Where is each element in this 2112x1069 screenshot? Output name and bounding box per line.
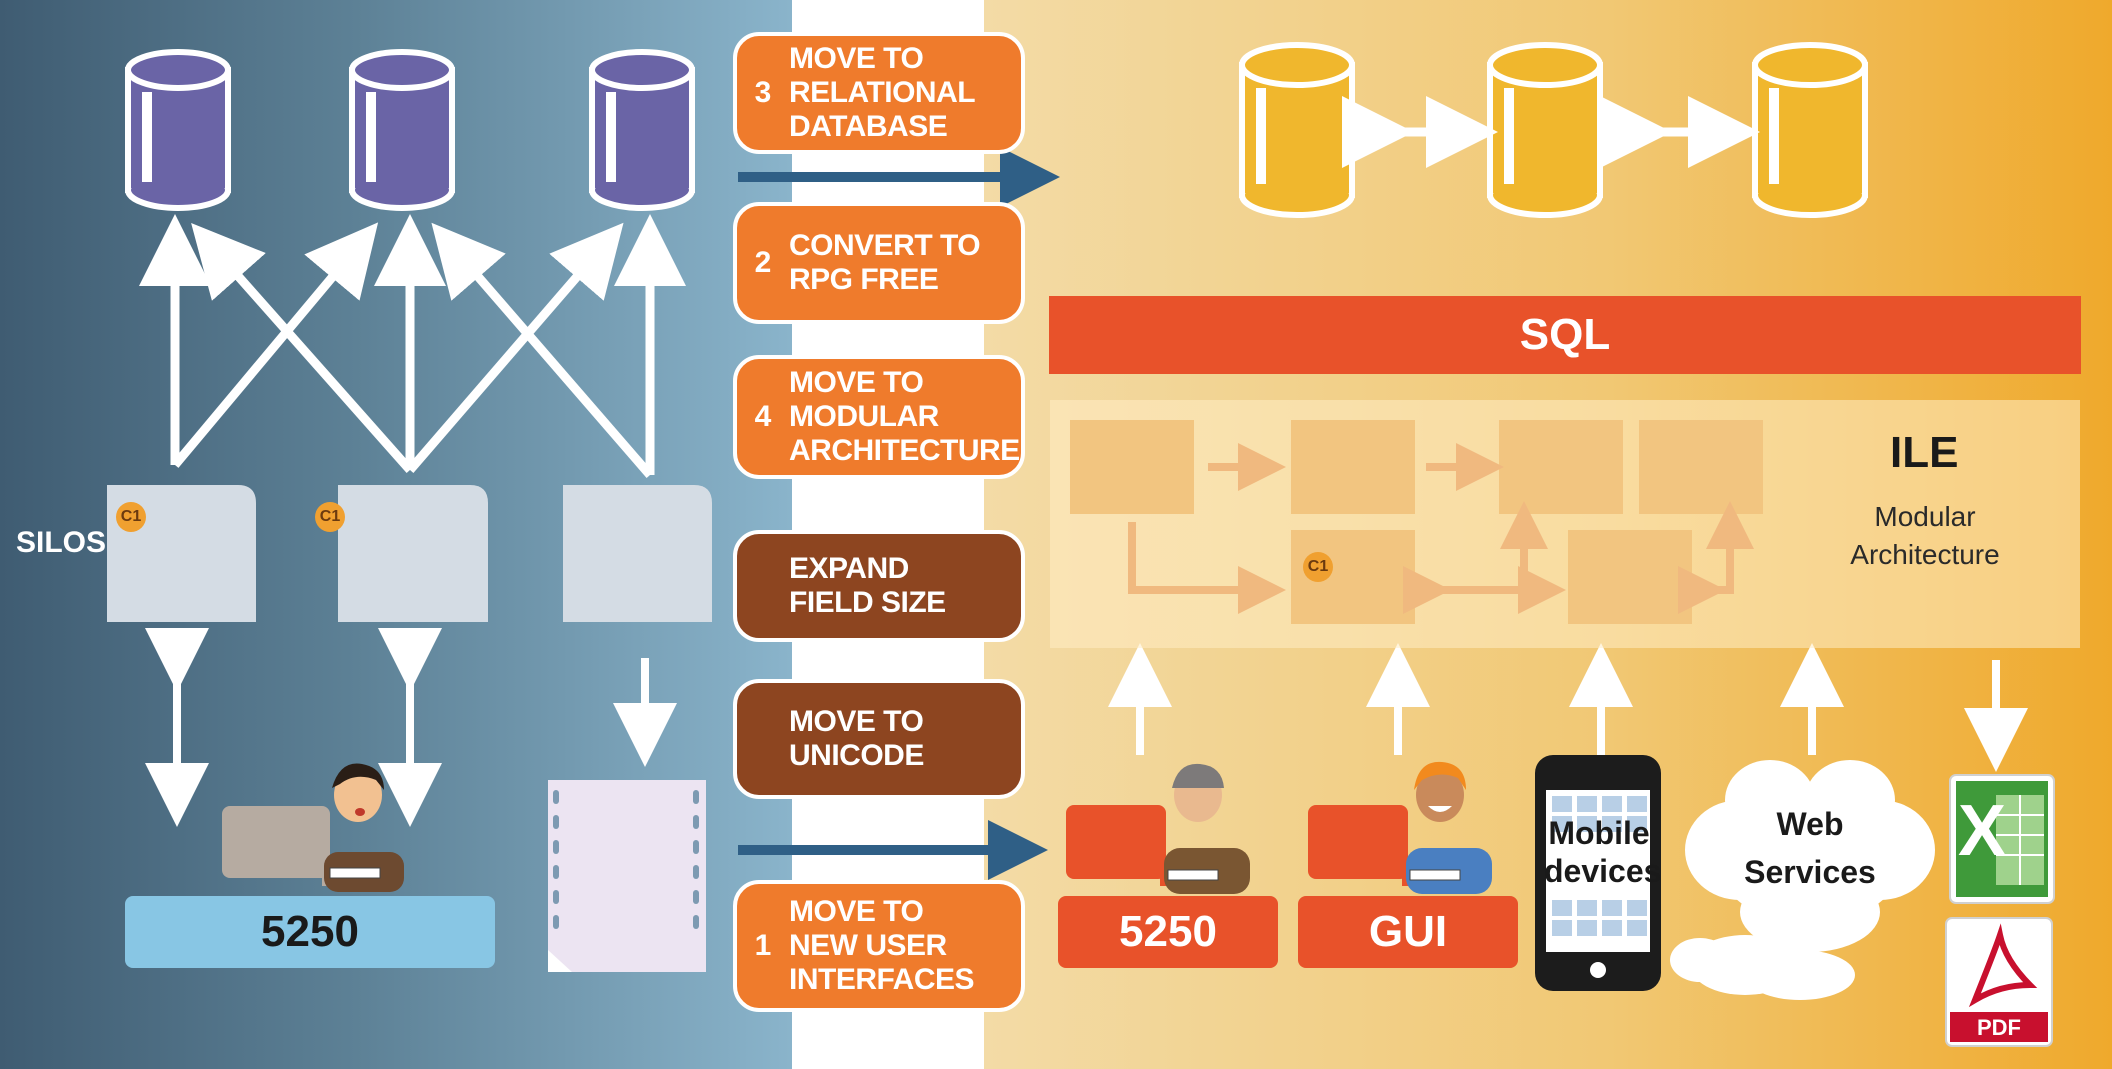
step-label: CONVERT TO RPG FREE: [789, 229, 981, 296]
step-move-to-unicode: MOVE TO UNICODE: [733, 679, 1025, 799]
silo-terminal-arrows: [145, 628, 677, 827]
relational-database-3: [1752, 42, 1868, 218]
terminal-5250-user-illustration: [1066, 763, 1250, 894]
web-services-cloud: [1670, 760, 1935, 1000]
pdf-label: PDF: [1977, 1015, 2021, 1040]
silo-box-2: [338, 485, 488, 622]
interface-arrows: [1108, 643, 2028, 772]
legacy-user-illustration: [222, 763, 404, 892]
step-number: 2: [754, 246, 772, 279]
legacy-5250-terminal-label: 5250: [125, 896, 495, 968]
step-label: MOVE TO RELATIONAL DATABASE: [789, 42, 976, 143]
silo-access-arrows: [139, 214, 686, 478]
step-number: 3: [754, 76, 772, 109]
mobile-devices-label: Mobile devices: [1544, 815, 1662, 889]
migration-arrows: [738, 147, 1060, 880]
step-move-to-new-user-interfaces: 1 MOVE TO NEW USER INTERFACES: [733, 880, 1025, 1012]
ile-subtitle: Modular Architecture: [1850, 501, 2000, 570]
mobile-device-illustration: [1535, 755, 1661, 991]
excel-file-icon: [1949, 774, 2055, 904]
step-convert-to-rpg-free: 2 CONVERT TO RPG FREE: [733, 202, 1025, 324]
legacy-database-1: [125, 49, 231, 211]
step-expand-field-size: EXPAND FIELD SIZE: [733, 530, 1025, 642]
relational-database-2: [1487, 42, 1603, 218]
modern-5250-terminal-label: 5250: [1058, 896, 1278, 968]
c1-badge: C1: [315, 502, 345, 532]
sql-bar: SQL: [1049, 296, 2081, 374]
step-number: 4: [754, 400, 772, 433]
c1-badge: C1: [1303, 552, 1333, 582]
ile-panel: [1050, 400, 2080, 648]
legacy-database-3: [589, 49, 695, 211]
step-label: MOVE TO NEW USER INTERFACES: [789, 895, 975, 996]
step-label: MOVE TO MODULAR ARCHITECTURE: [789, 366, 1020, 467]
step-label: EXPAND FIELD SIZE: [789, 552, 946, 619]
step-number: 1: [754, 929, 772, 962]
c1-badge: C1: [116, 502, 146, 532]
step-move-to-modular-architecture: 4 MOVE TO MODULAR ARCHITECTURE: [733, 355, 1025, 479]
silo-box-3: [563, 485, 712, 622]
pdf-file-icon: [1945, 917, 2053, 1047]
step-move-to-relational-database: 3 MOVE TO RELATIONAL DATABASE: [733, 32, 1025, 154]
silos-label: SILOS: [16, 526, 107, 559]
printed-report-illustration: [548, 780, 706, 972]
excel-letter: X: [1958, 791, 2007, 871]
relational-database-1: [1239, 42, 1355, 218]
step-label: MOVE TO UNICODE: [789, 705, 924, 772]
gui-label: GUI: [1298, 896, 1518, 968]
gui-user-illustration: [1308, 761, 1492, 894]
ile-title: ILE: [1890, 428, 1959, 477]
web-services-label: Web Services: [1744, 806, 1876, 890]
legacy-database-2: [349, 49, 455, 211]
